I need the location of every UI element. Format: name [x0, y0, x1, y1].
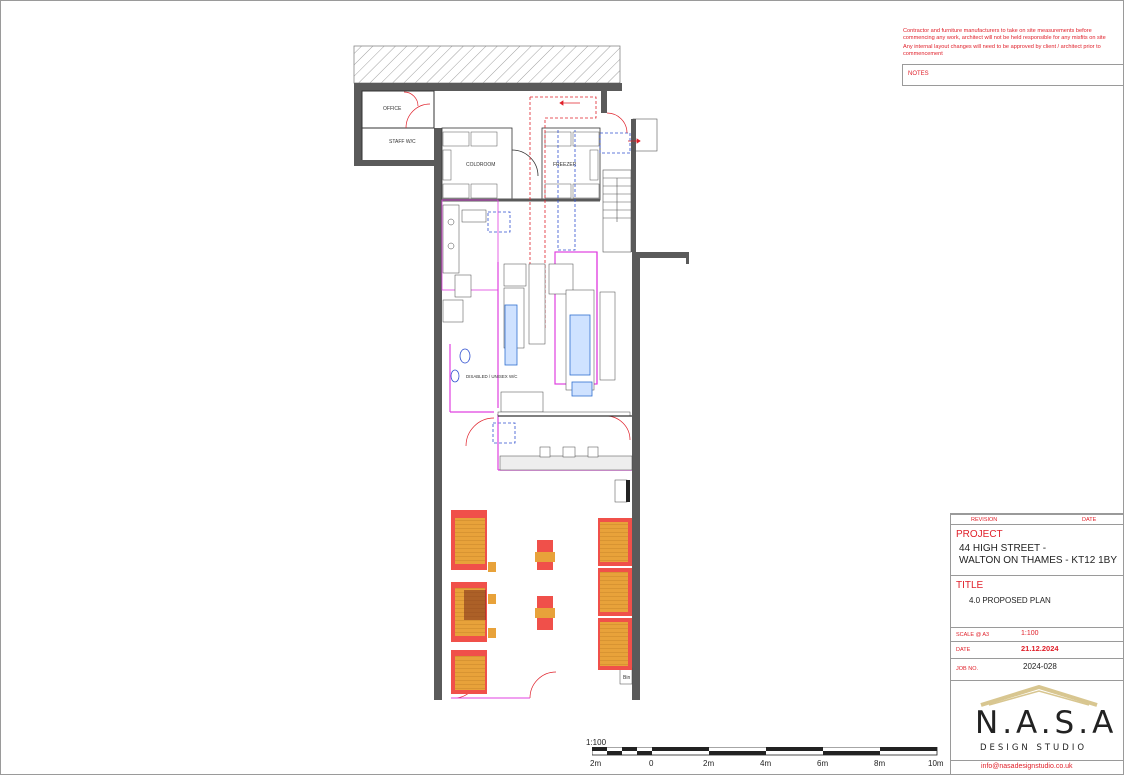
job-value: 2024-028 [1023, 662, 1057, 671]
room-bin: Bin [623, 675, 630, 681]
external-unit [632, 118, 658, 152]
stairs [602, 169, 632, 253]
date-row: DATE 21.12.2024 [951, 641, 1124, 659]
email-link[interactable]: info@nasadesignstudio.co.uk [981, 763, 1073, 770]
room-freezer: FREEZER [553, 162, 577, 168]
revision-label: REVISION [971, 517, 998, 523]
project-line-1: 44 HIGH STREET - [959, 543, 1047, 554]
wall-panel [626, 480, 630, 502]
blue-equipment [504, 304, 593, 397]
scale-tick-3: 4m [760, 759, 772, 768]
revision-row: REVISION DATE [951, 514, 1124, 524]
kitchen-equipment [442, 204, 633, 685]
note-line-1: Contractor and furniture manufacturers t… [903, 28, 1106, 41]
dining-seating [451, 510, 632, 694]
scale-tick-1: 0 [649, 759, 654, 768]
scale-tick-6: 10m [928, 759, 944, 768]
logo-roof-icon [980, 685, 1098, 707]
room-coldroom: COLDROOM [466, 162, 495, 168]
logo-sub: DESIGN STUDIO [980, 743, 1088, 753]
date-label: DATE [956, 647, 971, 653]
scale-tick-0: 2m [590, 759, 602, 768]
logo-area: N.A.S.A DESIGN STUDIO [951, 680, 1124, 761]
scale-tick-2: 2m [703, 759, 715, 768]
date-value: 21.12.2024 [1021, 644, 1059, 653]
job-label: JOB NO. [956, 666, 979, 672]
date-header-label: DATE [1082, 517, 1097, 523]
email-row: info@nasadesignstudio.co.uk [951, 760, 1124, 775]
floor-plan: OFFICE STAFF W/C COLDROOM FREEZER [353, 45, 689, 700]
project-label: PROJECT [956, 529, 1003, 540]
title-value: 4.0 PROPOSED PLAN [969, 596, 1051, 605]
project-row: PROJECT 44 HIGH STREET - WALTON ON THAME… [951, 524, 1124, 583]
contractor-note: Contractor and furniture manufacturers t… [903, 28, 1121, 58]
scale-tick-5: 8m [874, 759, 886, 768]
notes-box: NOTES [902, 64, 1124, 86]
scale-row: SCALE @ A3 1:100 [951, 627, 1124, 642]
office-partitions [361, 90, 435, 160]
wc-fixtures [450, 348, 471, 383]
room-office: OFFICE [383, 106, 402, 112]
room-disabled-wc: DISABLED / UNISEX W/C [466, 374, 517, 379]
supply-duct [487, 130, 631, 444]
scale-bar-ratio: 1:100 [586, 738, 607, 747]
neighbour-hatch [353, 45, 621, 84]
scale-value: 1:100 [1021, 630, 1039, 637]
scale-bar [592, 747, 938, 756]
project-line-2: WALTON ON THAMES - KT12 1BY [959, 555, 1117, 566]
scale-tick-4: 6m [817, 759, 829, 768]
room-staff-wc: STAFF W/C [389, 139, 416, 145]
title-block: REVISION DATE PROJECT 44 HIGH STREET - W… [950, 513, 1124, 775]
note-line-2: Any internal layout changes will need to… [903, 44, 1101, 57]
notes-label: NOTES [908, 71, 929, 77]
job-row: JOB NO. 2024-028 [951, 658, 1124, 681]
scale-label: SCALE @ A3 [956, 632, 990, 638]
outer-walls [354, 83, 689, 700]
cold-racks [442, 131, 600, 199]
title-label: TITLE [956, 580, 984, 591]
title-row: TITLE 4.0 PROPOSED PLAN [951, 575, 1124, 628]
logo-main: N.A.S.A [975, 705, 1118, 741]
